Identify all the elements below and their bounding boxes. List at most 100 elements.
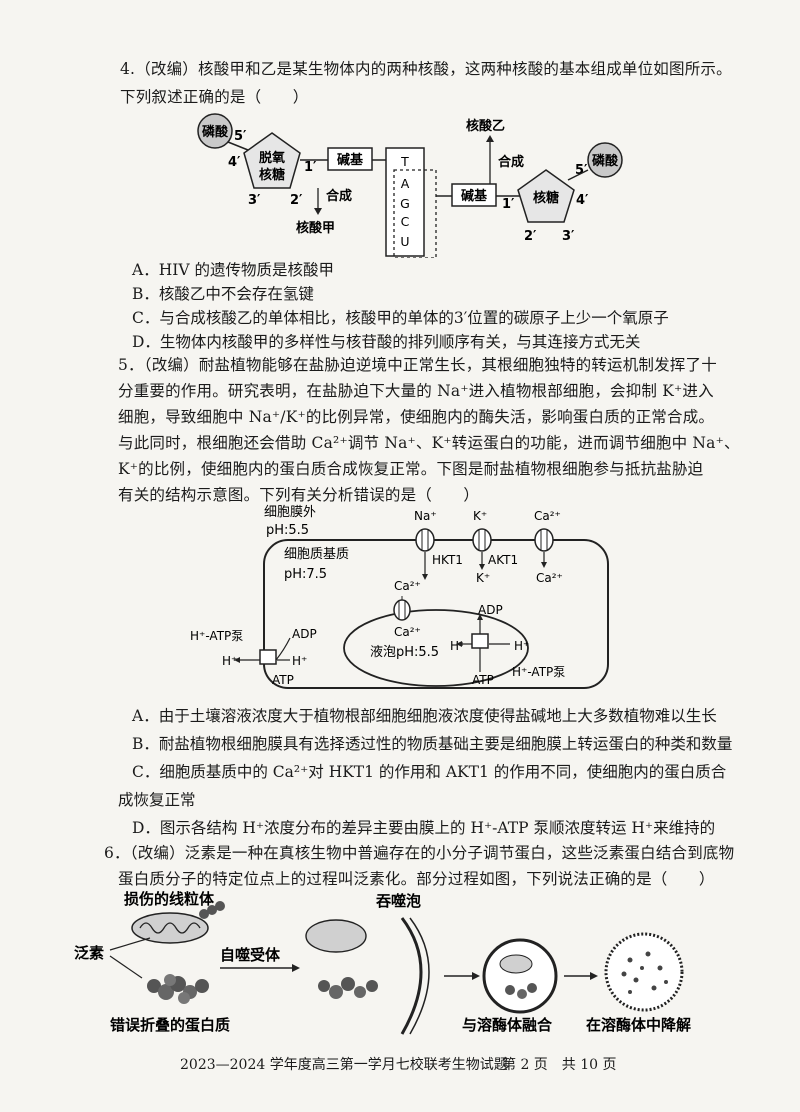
matrix-ph: pH:7.5 [284, 567, 327, 582]
base-G: G [400, 196, 410, 211]
vacuole-label: 液泡pH:5.5 [370, 645, 439, 660]
ca-inside: Ca²⁺ [536, 571, 563, 585]
pos1-left: 1′ [304, 160, 317, 175]
base-left-box [327, 147, 373, 171]
k-outside: K⁺ [473, 509, 487, 523]
q5-option-a: A．由于土壤溶液浓度大于植物根部细胞细胞液浓度使得盐碱地上大多数植物难以生长 [132, 707, 717, 725]
ubiquitin-label: 泛素 [74, 944, 104, 962]
q5-stem-line1: 5．（改编）耐盐植物能够在盐胁迫逆境中正常生长，其根细胞独特的转运机制发挥了十 [118, 356, 717, 374]
atp-right: ATP [472, 673, 494, 687]
base-A: A [401, 176, 410, 191]
outside-label: 细胞膜外 [264, 505, 316, 520]
q4-option-b: B．核酸乙中不会存在氢键 [132, 285, 314, 303]
fuse-label: 与溶酶体融合 [462, 1016, 553, 1034]
deoxyribose-label-2: 核糖 [259, 167, 285, 183]
q4-stem-line2: 下列叙述正确的是（ ） [120, 88, 309, 106]
q4-option-c: C．与合成核酸乙的单体相比，核酸甲的单体的3′位置的碳原子上少一个氧原子 [132, 309, 669, 327]
q5-stem-line3: 细胞，导致细胞中 Na⁺/K⁺的比例异常，使细胞内的酶失活，影响蛋白质的正常合成… [118, 408, 715, 426]
phosphate-left-label: 磷酸 [202, 124, 229, 140]
footer-page: 第 2 页 共 10 页 [502, 1057, 617, 1073]
misfolded-label: 错误折叠的蛋白质 [110, 1016, 230, 1034]
base-column-solid [385, 147, 425, 257]
base-left-label: 碱基 [337, 152, 364, 168]
product-right: 核酸乙 [466, 118, 505, 134]
nucleotide-diagram: 磷酸 5′ 脱氧 核糖 4′ 1′ 3′ 2′ 碱基 合成 核酸甲 T A G … [197, 113, 623, 258]
autophagy-receptor-label: 自噬受体 [220, 946, 281, 964]
vacuole [343, 609, 529, 687]
mitochondrion-icon [131, 912, 209, 944]
ca-vacuole-bottom: Ca²⁺ [394, 625, 421, 639]
degrade-label: 在溶酶体中降解 [586, 1016, 691, 1034]
footer-title: 2023—2024 学年度高三第一学月七校联考生物试题 [180, 1057, 508, 1073]
pump-right [471, 633, 489, 649]
q5-stem-line5: K⁺的比例，使细胞内的蛋白质合成恢复正常。下图是耐盐植物根细胞参与抵抗盐胁迫 [118, 460, 704, 478]
hkt1-label: HKT1 [432, 553, 463, 567]
pos3-right: 3′ [562, 229, 575, 244]
q5-stem-line6: 有关的结构示意图。下列有关分析错误的是（ ） [118, 486, 480, 504]
q6-stem-line2: 蛋白质分子的特定位点上的过程叫泛素化。部分过程如图，下列说法正确的是（ ） [118, 870, 715, 888]
pos4-left: 4′ [228, 155, 241, 170]
fusion-icon [482, 938, 558, 1014]
q5-stem-line4: 与此同时，根细胞还会借助 Ca²⁺调节 Na⁺、K⁺转运蛋白的功能，进而调节细胞… [118, 434, 740, 452]
phosphate-left-circle [197, 113, 233, 149]
adp-right: ADP [478, 603, 503, 617]
base-U: U [400, 234, 409, 249]
pos2-right: 2′ [524, 229, 537, 244]
pos2-left: 2′ [290, 193, 303, 208]
deoxyribose-label-1: 脱氧 [259, 150, 285, 166]
base-T: T [400, 154, 409, 169]
q4-option-d: D．生物体内核酸甲的多样性与核苷酸的排列顺序有关，与其连接方式无关 [132, 333, 641, 351]
pos1-right: 1′ [502, 197, 515, 212]
pump-left-label: H⁺-ATP泵 [190, 629, 243, 643]
h-left-in: H⁺ [292, 654, 307, 668]
outside-ph: pH:5.5 [266, 523, 309, 538]
adp-left: ADP [292, 627, 317, 641]
base-right-label: 碱基 [461, 188, 488, 204]
na-outside: Na⁺ [414, 509, 437, 523]
ca-channel-vacuole [393, 599, 411, 621]
q6-stem-line1: 6．（改编）泛素是一种在真核生物中普遍存在的小分子调节蛋白，这些泛素蛋白结合到底… [104, 844, 735, 862]
base-column-dashed [393, 169, 437, 258]
q5-option-d: D．图示各结构 H⁺浓度分布的差异主要由膜上的 H⁺-ATP 泵顺浓度转运 H⁺… [132, 819, 716, 837]
phagophore-stage-icon [305, 917, 430, 1035]
phosphate-right-circle [587, 142, 623, 178]
damaged-mito-label: 损伤的线粒体 [124, 890, 215, 908]
pos3-left: 3′ [248, 193, 261, 208]
synth-left: 合成 [326, 188, 352, 204]
ubiquitination-diagram: 损伤的线粒体 泛素 错误折叠的蛋白质 自噬受体 吞噬泡 与溶酶体融合 在溶酶体中 [74, 890, 691, 1035]
akt1-channel [472, 528, 492, 552]
phosphate-right-label: 磷酸 [592, 153, 619, 169]
q5-option-c: C．细胞质基质中的 Ca²⁺对 HKT1 的作用和 AKT1 的作用不同，使细胞… [132, 763, 727, 781]
deoxyribose-pentagon [243, 132, 301, 189]
ribose-label: 核糖 [533, 190, 559, 206]
ca-channel-membrane [534, 528, 554, 552]
q5-option-c-cont: 成恢复正常 [118, 791, 196, 809]
synth-right: 合成 [498, 154, 524, 170]
k-inside: K⁺ [476, 571, 490, 585]
base-C: C [401, 214, 410, 229]
h-right-b: H⁺ [514, 639, 529, 653]
akt1-label: AKT1 [488, 553, 518, 567]
phagophore-label: 吞噬泡 [375, 892, 421, 910]
cell-membrane [263, 539, 609, 689]
pump-right-label: H⁺-ATP泵 [512, 665, 565, 679]
pos5-left: 5′ [234, 129, 247, 144]
hkt1-channel [415, 528, 435, 552]
q4-stem-line1: 4.（改编）核酸甲和乙是某生物体内的两种核酸，这两种核酸的基本组成单位如图所示。 [120, 60, 732, 78]
ca-outside: Ca²⁺ [534, 509, 561, 523]
degradation-icon [604, 932, 684, 1012]
salt-stress-cell-diagram: 细胞膜外 pH:5.5 细胞质基质 pH:7.5 Na⁺ K⁺ Ca²⁺ HKT… [190, 505, 609, 689]
pump-left [259, 649, 277, 665]
ca-vacuole-top: Ca²⁺ [394, 579, 421, 593]
q5-option-b: B．耐盐植物根细胞膜具有选择透过性的物质基础主要是细胞膜上转运蛋白的种类和数量 [132, 735, 733, 753]
q4-option-a: A．HIV 的遗传物质是核酸甲 [132, 261, 334, 279]
h-left-out: H⁺ [222, 654, 237, 668]
base-right-box [451, 183, 497, 207]
pos4-right: 4′ [576, 193, 589, 208]
ribose-pentagon [517, 169, 575, 223]
matrix-label: 细胞质基质 [284, 547, 349, 562]
product-left: 核酸甲 [296, 220, 335, 236]
atp-left: ATP [272, 673, 294, 687]
q5-stem-line2: 分重要的作用。研究表明，在盐胁迫下大量的 Na⁺进入植物根部细胞，会抑制 K⁺进… [118, 382, 714, 400]
misfolded-protein-icon [147, 974, 209, 1004]
